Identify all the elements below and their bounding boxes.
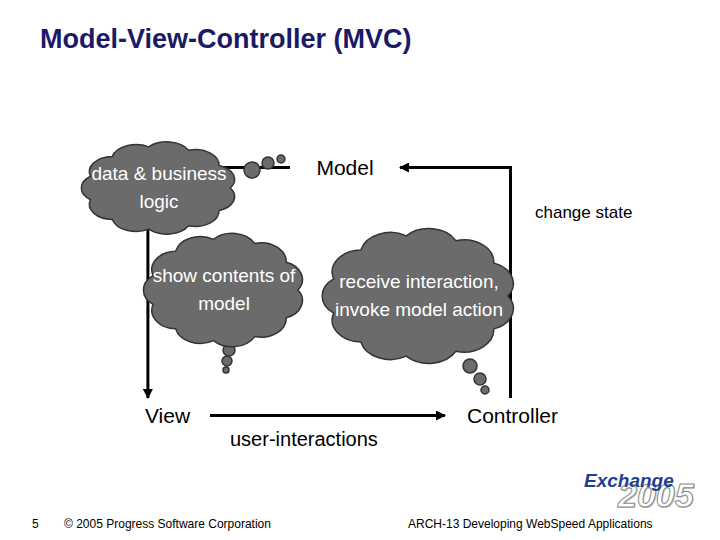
bubble-dot: [222, 356, 232, 366]
cloud-shape: [322, 229, 513, 364]
view-label-box: View: [125, 398, 210, 433]
thought-cloud: data & business logic: [78, 136, 240, 240]
cloud-shape: [81, 142, 234, 234]
node-text: View: [145, 404, 190, 428]
cloud-outline: [318, 220, 520, 372]
model-label-box: Model: [290, 150, 400, 185]
connector-arrow: [210, 414, 445, 417]
node-text: Model: [316, 156, 373, 180]
bubble-dot: [223, 367, 229, 373]
bubble-dot: [474, 373, 486, 385]
bubble-dot: [481, 386, 489, 394]
node-text-group: View: [145, 404, 190, 428]
node-text-group: receive interaction, invoke model action: [318, 268, 520, 324]
node-text: data & business logic: [88, 160, 230, 216]
copyright-note: © 2005 Progress Software Corporation: [64, 517, 271, 531]
node-text: Controller: [467, 404, 558, 428]
slide-title: Model-View-Controller (MVC): [40, 24, 412, 55]
bubble-dot: [277, 155, 285, 163]
node-text-group: Controller: [467, 404, 558, 428]
node-text: receive interaction, invoke model action: [328, 268, 510, 324]
bubble-dot: [244, 162, 260, 178]
logo-word: Exchange: [584, 470, 674, 492]
node-text-group: show contents of model: [140, 262, 308, 318]
node-text-group: Model: [316, 156, 373, 180]
node-text-group: data & business logic: [78, 160, 240, 216]
bubble-dot: [463, 359, 477, 373]
node-text: show contents of model: [150, 262, 298, 318]
controller-label-box: Controller: [445, 398, 580, 433]
session-footer: ARCH-13 Developing WebSpeed Applications: [408, 517, 653, 531]
thought-cloud: receive interaction, invoke model action: [318, 220, 520, 372]
bubble-dot: [262, 157, 274, 169]
edge-label: user-interactions: [230, 428, 378, 451]
thought-cloud: show contents of model: [140, 226, 308, 354]
edge-label: change state: [535, 203, 632, 223]
cloud-shape: [143, 233, 302, 347]
cloud-outline: [140, 226, 308, 354]
cloud-outline: [78, 136, 240, 240]
page-number: 5: [32, 517, 39, 531]
